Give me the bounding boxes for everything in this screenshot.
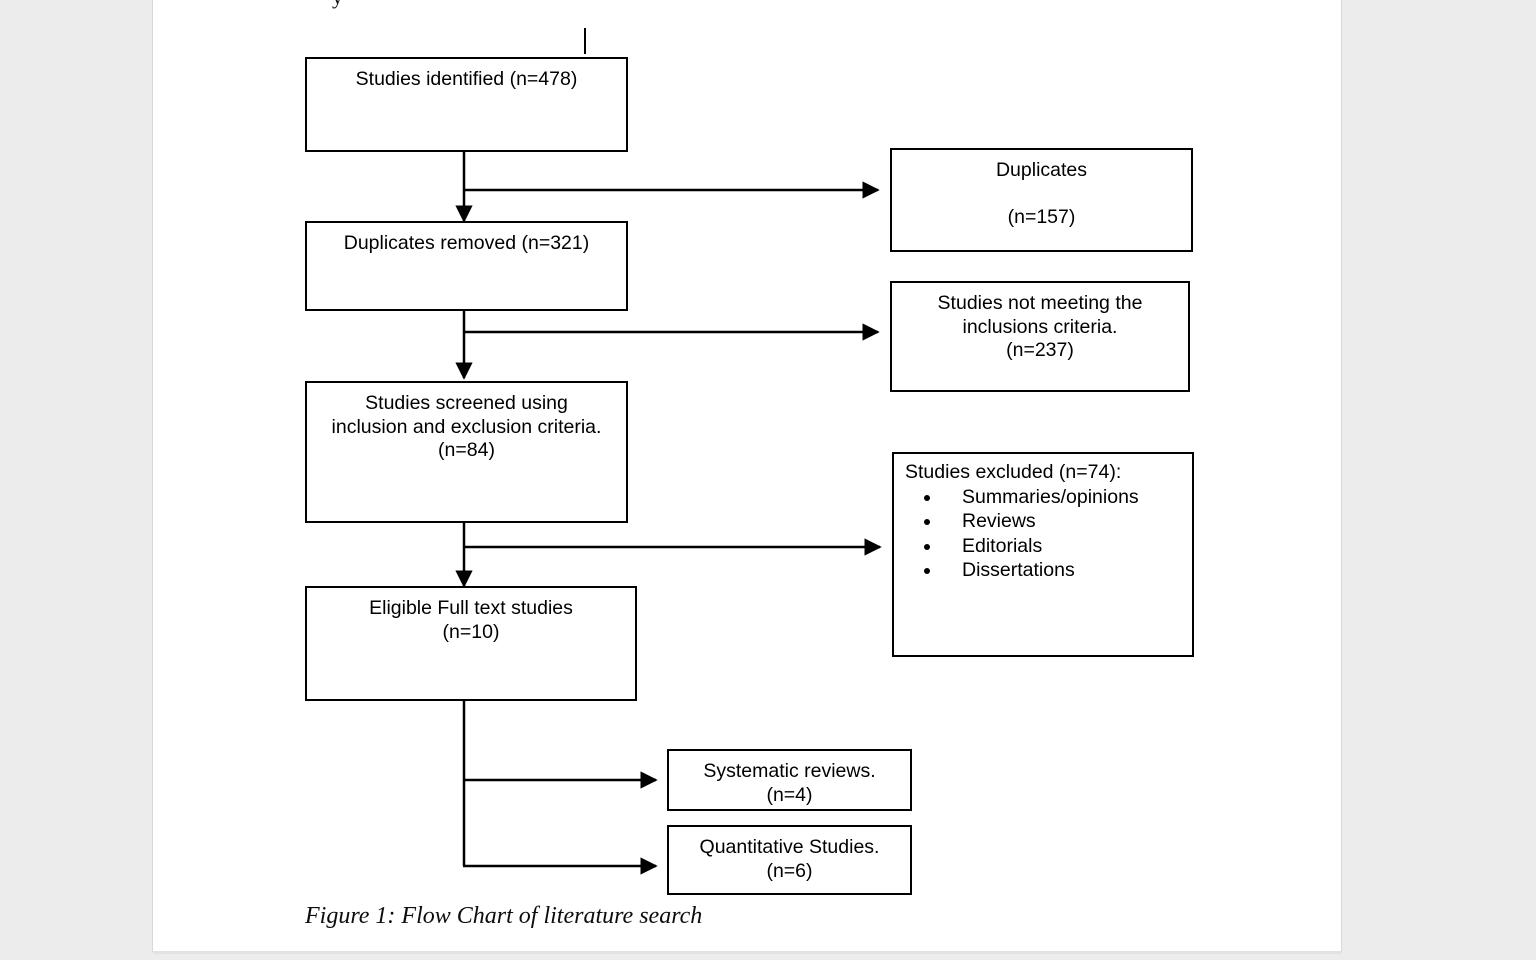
node-studies-screened: Studies screened using inclusion and exc… xyxy=(305,381,628,523)
node-studies-excluded-header: Studies excluded (n=74): xyxy=(905,461,1122,483)
node-not-meeting-criteria: Studies not meeting the inclusions crite… xyxy=(890,281,1190,392)
node-duplicates-removed-label: Duplicates removed (n=321) xyxy=(343,232,590,254)
node-studies-identified: Studies identified (n=478) xyxy=(305,57,628,152)
node-studies-screened-label: Studies screened using inclusion and exc… xyxy=(331,392,602,461)
node-studies-excluded: Studies excluded (n=74): Summaries/opini… xyxy=(892,452,1194,657)
excluded-reasons-list: Summaries/opinions Reviews Editorials Di… xyxy=(894,485,1192,583)
node-duplicates-removed: Duplicates removed (n=321) xyxy=(305,221,628,311)
excluded-reason-item: Dissertations xyxy=(942,558,1192,583)
node-quantitative-studies-label: Quantitative Studies. (n=6) xyxy=(699,836,880,882)
node-eligible-full-text-label: Eligible Full text studies (n=10) xyxy=(369,597,573,643)
node-studies-identified-label: Studies identified (n=478) xyxy=(355,68,578,90)
node-duplicates-count: Duplicates (n=157) xyxy=(890,148,1193,252)
excluded-reason-item: Summaries/opinions xyxy=(942,485,1192,510)
node-quantitative-studies: Quantitative Studies. (n=6) xyxy=(667,825,912,895)
node-systematic-reviews-label: Systematic reviews. (n=4) xyxy=(703,760,876,806)
node-duplicates-count-label: Duplicates (n=157) xyxy=(995,159,1088,228)
cut-off-text-fragment: y xyxy=(332,0,343,10)
page-bottom-edge xyxy=(153,951,1341,954)
excluded-reason-item: Reviews xyxy=(942,509,1192,534)
node-not-meeting-criteria-label: Studies not meeting the inclusions crite… xyxy=(937,292,1143,361)
node-eligible-full-text: Eligible Full text studies (n=10) xyxy=(305,586,637,701)
node-systematic-reviews: Systematic reviews. (n=4) xyxy=(667,749,912,811)
figure-caption: Figure 1: Flow Chart of literature searc… xyxy=(305,903,703,929)
excluded-reason-item: Editorials xyxy=(942,534,1192,559)
